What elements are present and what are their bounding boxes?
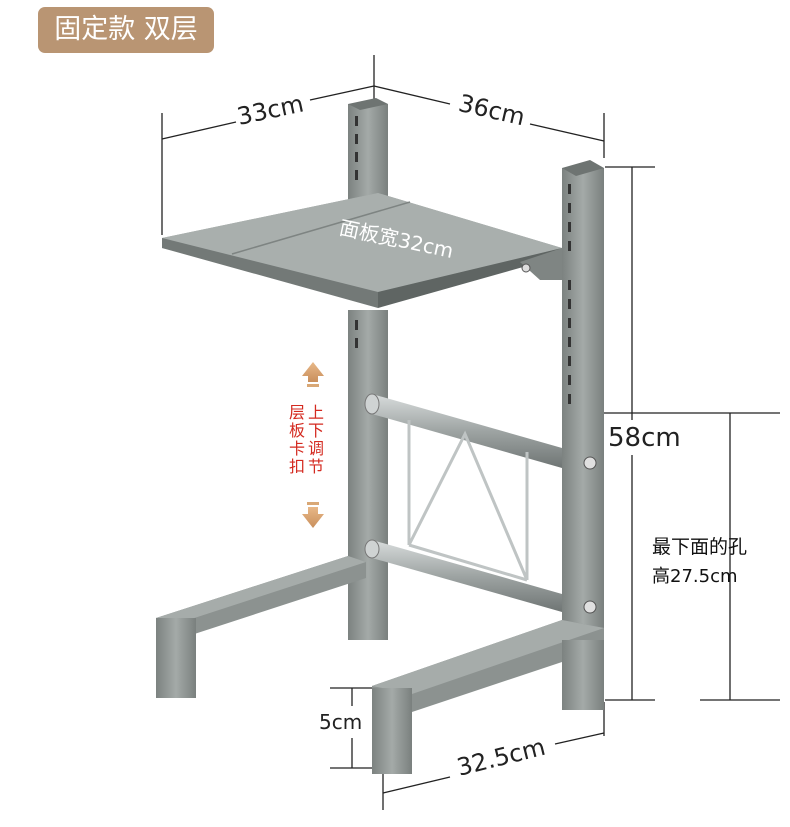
base-length-label: 32.5cm (454, 733, 548, 782)
adjust-note-col1: 层板卡扣 (288, 403, 305, 476)
back-left-post (348, 98, 388, 640)
depth-dimension-label: 36cm (456, 89, 528, 131)
shelf-panel (162, 193, 562, 308)
right-base (372, 620, 604, 774)
left-base (156, 556, 366, 698)
adjust-note-col2: 上下调节 (307, 403, 324, 476)
hole-note-line1: 最下面的孔 (652, 536, 748, 558)
up-arrow-icon (302, 362, 324, 387)
front-right-post (520, 160, 604, 708)
height-dimension-label: 58cm (608, 423, 681, 453)
hole-note-line2: 高27.5cm (652, 566, 738, 587)
style-badge: 固定款 双层 (38, 7, 214, 53)
width-dimension-label: 33cm (235, 90, 306, 131)
cross-bars (364, 393, 562, 612)
down-arrow-icon (302, 502, 324, 528)
foot-height-label: 5cm (319, 710, 362, 734)
